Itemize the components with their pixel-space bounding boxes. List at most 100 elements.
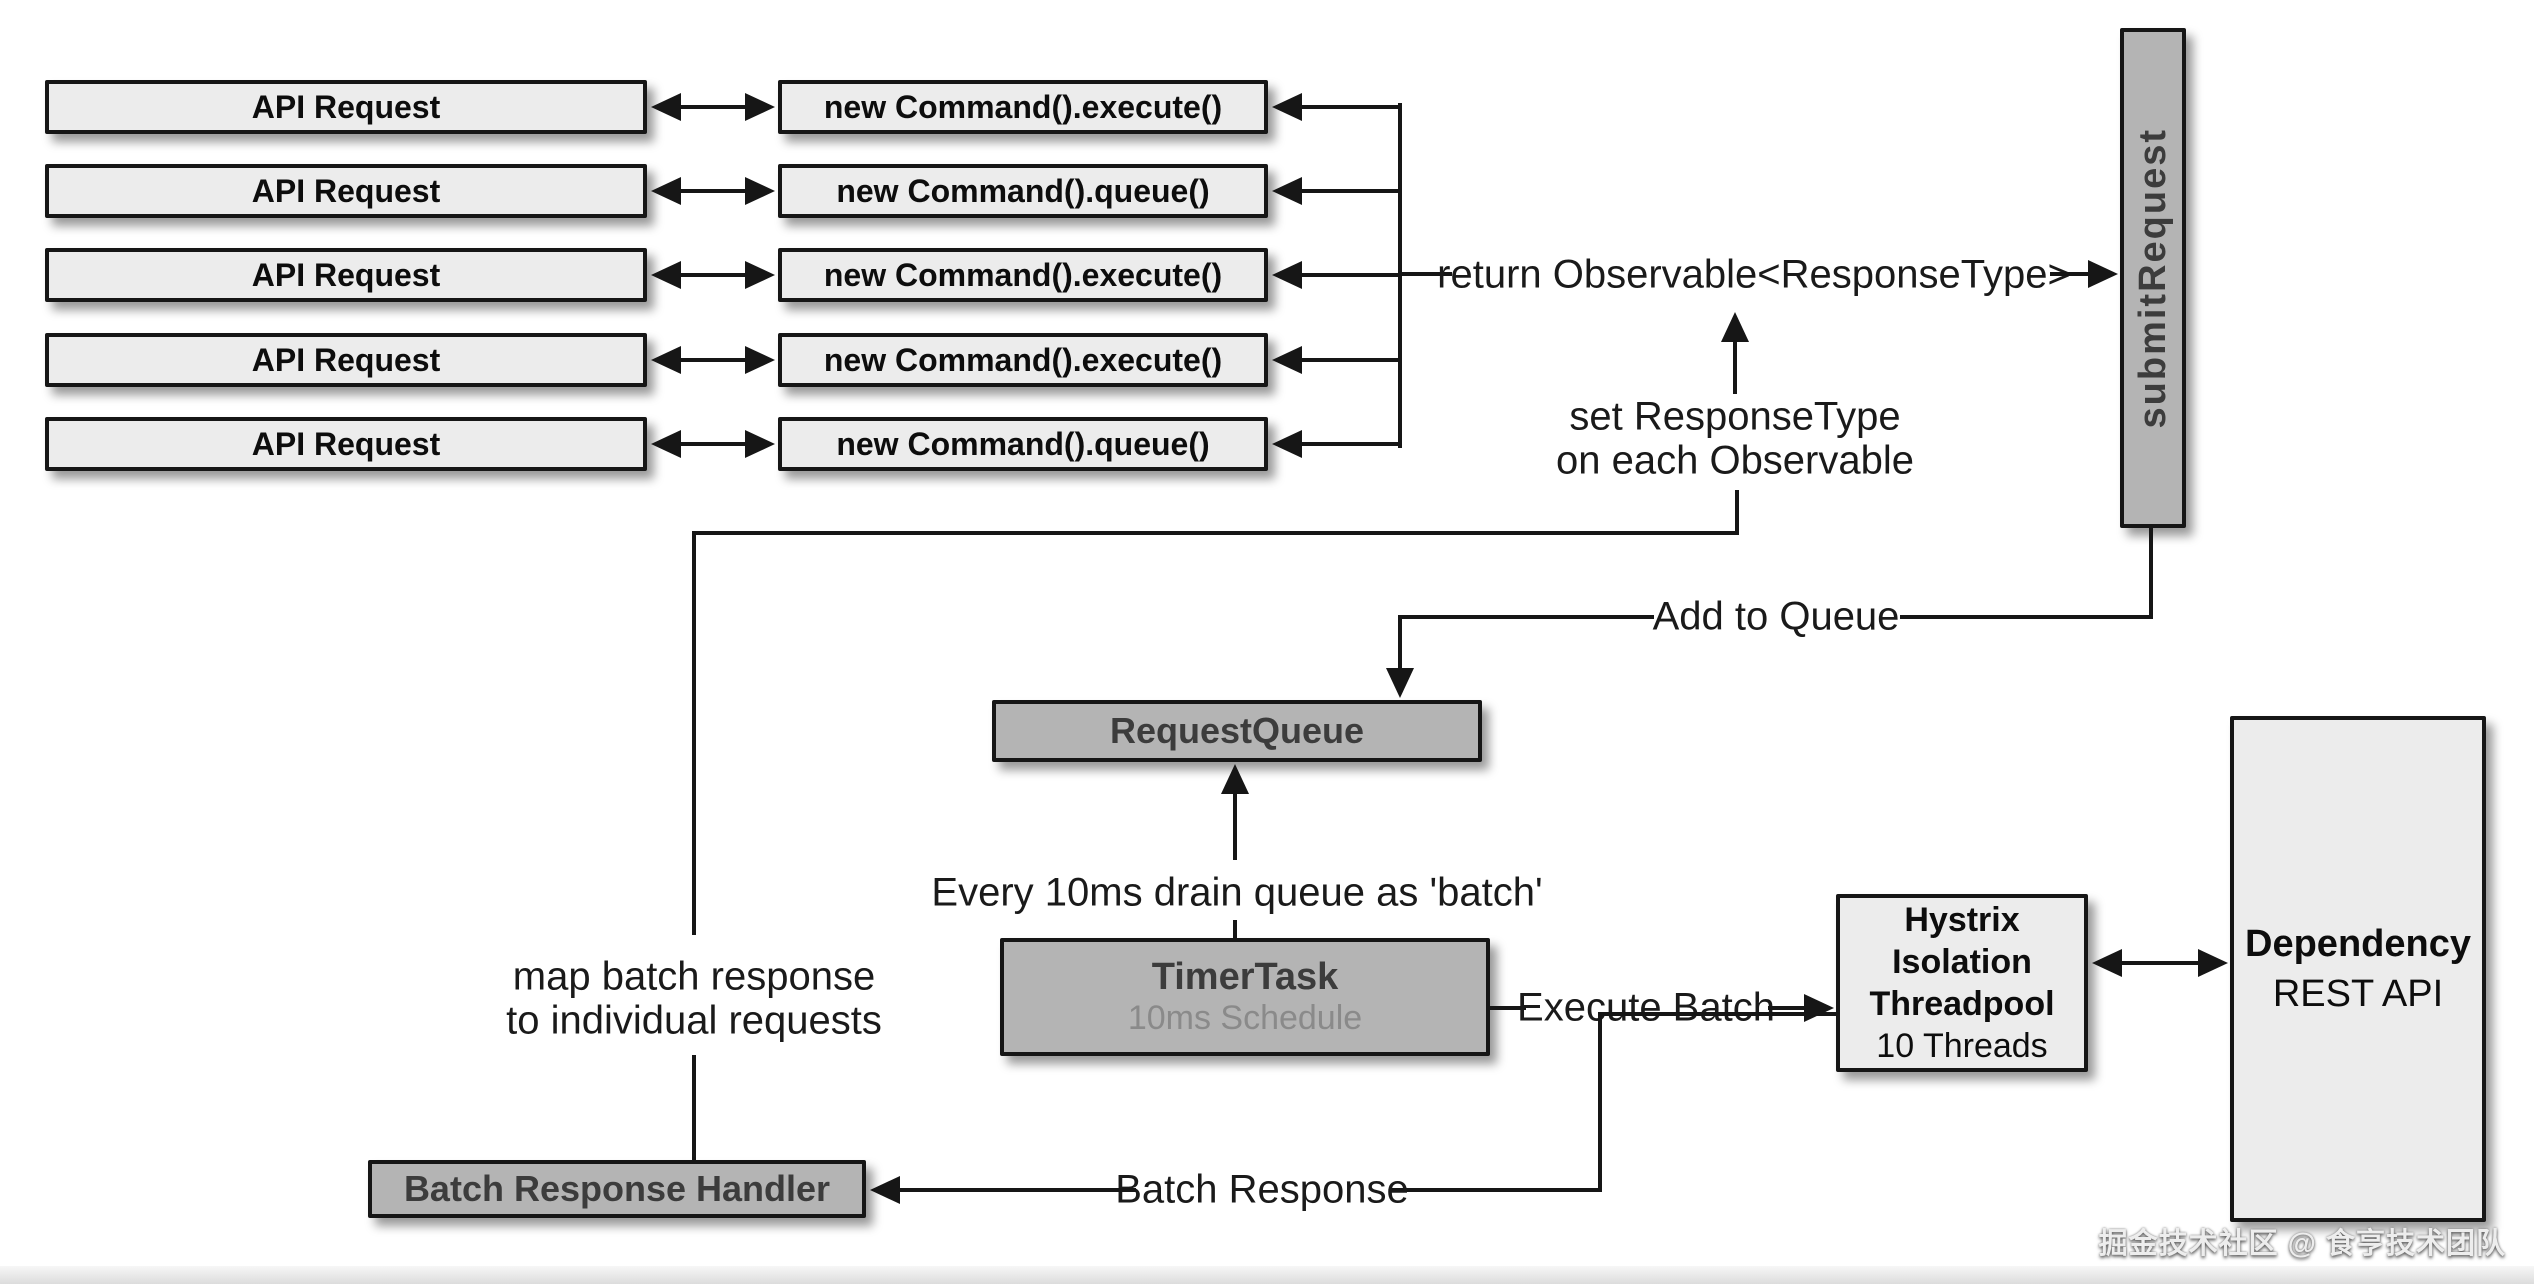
connector-line xyxy=(1300,105,1402,109)
connector-line xyxy=(2118,961,2202,965)
connector-line xyxy=(1300,358,1402,362)
arrowhead-left-icon xyxy=(1272,346,1302,374)
command-bus-line xyxy=(1398,103,1402,448)
hystrix-label-line3: Threadpool xyxy=(1869,985,2055,1023)
api-request-box-4: API Request xyxy=(45,333,647,387)
execute-batch-label: Execute Batch xyxy=(1517,985,1775,1030)
api-request-label: API Request xyxy=(251,88,441,125)
command-box-1: new Command().execute() xyxy=(778,80,1268,134)
connector-line xyxy=(1300,273,1402,277)
command-label: new Command().execute() xyxy=(823,256,1223,293)
arrowhead-right-icon xyxy=(2198,949,2228,977)
api-request-box-1: API Request xyxy=(45,80,647,134)
command-label: new Command().queue() xyxy=(836,425,1210,462)
add-to-queue-line xyxy=(2149,528,2153,617)
api-request-box-2: API Request xyxy=(45,164,647,218)
arrowhead-right-icon xyxy=(2088,260,2118,288)
map-batch-vertical-line xyxy=(692,1055,696,1160)
arrowhead-left-icon xyxy=(1272,93,1302,121)
api-request-label: API Request xyxy=(251,425,441,462)
arrowhead-down-icon xyxy=(1386,668,1414,698)
timer-task-box: TimerTask 10ms Schedule xyxy=(1000,938,1490,1056)
execute-batch-line xyxy=(1768,1006,1806,1010)
arrowhead-left-icon xyxy=(651,177,681,205)
request-queue-box: RequestQueue xyxy=(992,700,1482,762)
hystrix-threadpool-box: Hystrix Isolation Threadpool 10 Threads xyxy=(1836,894,2088,1072)
command-box-4: new Command().execute() xyxy=(778,333,1268,387)
map-batch-label-line2: to individual requests xyxy=(506,998,882,1043)
timer-task-subtitle: 10ms Schedule xyxy=(1127,999,1363,1037)
drain-line xyxy=(1233,792,1237,860)
arrowhead-left-icon xyxy=(1272,177,1302,205)
batch-response-line xyxy=(896,1188,1136,1192)
arrowhead-left-icon xyxy=(870,1176,900,1204)
set-response-type-label-line1: set ResponseType xyxy=(1569,394,1901,439)
command-label: new Command().execute() xyxy=(823,88,1223,125)
set-response-type-label-line2: on each Observable xyxy=(1555,438,1915,483)
dependency-box: Dependency REST API xyxy=(2230,716,2486,1222)
arrowhead-right-icon xyxy=(1804,994,1834,1022)
add-to-queue-line xyxy=(1400,615,1654,619)
add-to-queue-line xyxy=(1900,615,2153,619)
arrowhead-right-icon xyxy=(745,93,775,121)
api-request-box-5: API Request xyxy=(45,417,647,471)
batch-response-line xyxy=(1598,1012,1602,1192)
execute-batch-line xyxy=(1490,1006,1526,1010)
arrowhead-up-icon xyxy=(1721,312,1749,342)
map-batch-label-line1: map batch response xyxy=(512,954,876,999)
hystrix-label-line2: Isolation xyxy=(1892,943,2032,981)
connector-line xyxy=(678,189,748,193)
map-batch-top-line xyxy=(692,531,1739,535)
connector-line xyxy=(1300,189,1402,193)
arrowhead-left-icon xyxy=(651,346,681,374)
map-batch-vertical-line xyxy=(692,531,696,935)
connector-line xyxy=(678,273,748,277)
watermark-text: 掘金技术社区 @ 食亨技术团队 xyxy=(2098,1228,2506,1260)
command-box-5: new Command().queue() xyxy=(778,417,1268,471)
dependency-label-line1: Dependency xyxy=(2245,923,2471,965)
command-label: new Command().queue() xyxy=(836,172,1210,209)
drain-line xyxy=(1233,920,1237,940)
arrowhead-left-icon xyxy=(651,430,681,458)
batch-response-line xyxy=(1600,1012,1836,1016)
dependency-label-line2: REST API xyxy=(2272,973,2444,1015)
submit-request-label: submitRequest xyxy=(2131,127,2174,429)
batch-response-handler-box: Batch Response Handler xyxy=(368,1160,866,1218)
connector-line xyxy=(1733,340,1737,394)
arrowhead-right-icon xyxy=(745,430,775,458)
arrowhead-right-icon xyxy=(745,177,775,205)
api-request-label: API Request xyxy=(251,172,441,209)
arrowhead-left-icon xyxy=(2092,949,2122,977)
connector-line xyxy=(678,442,748,446)
api-request-label: API Request xyxy=(251,341,441,378)
command-box-3: new Command().execute() xyxy=(778,248,1268,302)
connector-line xyxy=(678,105,748,109)
request-queue-label: RequestQueue xyxy=(1109,710,1365,751)
command-box-2: new Command().queue() xyxy=(778,164,1268,218)
arrowhead-right-icon xyxy=(745,261,775,289)
connector-line xyxy=(678,358,748,362)
api-request-label: API Request xyxy=(251,256,441,293)
arrowhead-left-icon xyxy=(1272,430,1302,458)
batch-response-handler-label: Batch Response Handler xyxy=(403,1168,831,1209)
hystrix-label-line4: 10 Threads xyxy=(1876,1027,2048,1065)
arrowhead-up-icon xyxy=(1221,764,1249,794)
connector-line xyxy=(1300,442,1402,446)
return-observable-label: return Observable<ResponseType> xyxy=(1437,252,2071,297)
add-to-queue-line xyxy=(1398,615,1402,670)
arrowhead-left-icon xyxy=(1272,261,1302,289)
hystrix-label-line1: Hystrix xyxy=(1904,901,2020,939)
connector-line xyxy=(2050,272,2090,276)
timer-task-title: TimerTask xyxy=(1151,956,1339,998)
bottom-bar xyxy=(0,1266,2534,1284)
connector-line xyxy=(1402,272,1452,276)
batch-response-label: Batch Response xyxy=(1115,1167,1409,1212)
batch-response-line xyxy=(1390,1188,1602,1192)
api-request-box-3: API Request xyxy=(45,248,647,302)
submit-request-box: submitRequest xyxy=(2120,28,2186,528)
arrowhead-right-icon xyxy=(745,346,775,374)
connector-line xyxy=(1735,490,1739,535)
command-label: new Command().execute() xyxy=(823,341,1223,378)
arrowhead-left-icon xyxy=(651,261,681,289)
